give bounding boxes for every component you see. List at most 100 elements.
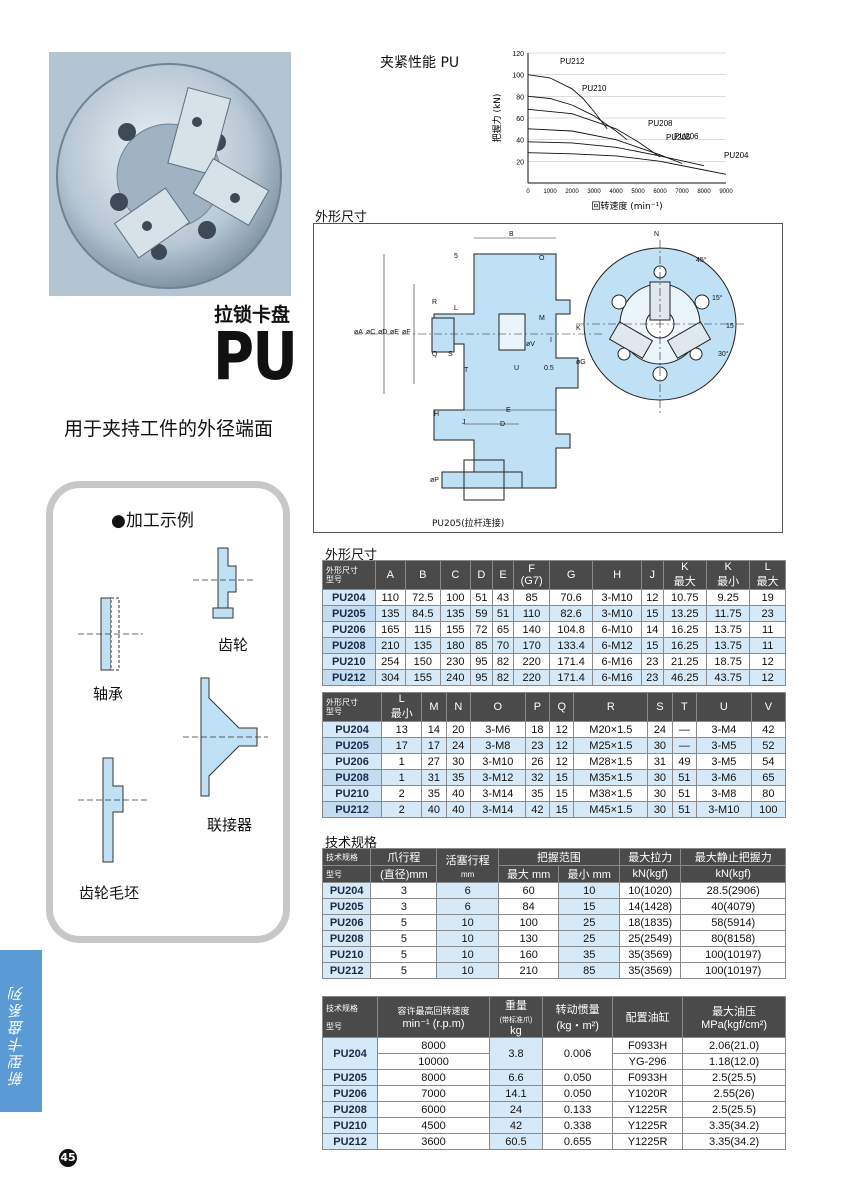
examples-panel: ●加工示例 轴承 齿轮 联接器 齿轮毛坯 bbox=[46, 481, 290, 943]
value-cell: 8000 bbox=[377, 1069, 490, 1086]
value-cell: 115 bbox=[404, 621, 441, 638]
spec2-pu204-weight: 3.8 bbox=[488, 1037, 544, 1070]
value-cell: 3600 bbox=[377, 1133, 490, 1150]
value-cell: 35 bbox=[558, 946, 620, 963]
value-cell: 155 bbox=[404, 669, 441, 686]
spec1-h-piston: 活塞行程 bbox=[445, 854, 490, 867]
diagram-label: øV bbox=[526, 341, 535, 348]
diagram-label: S bbox=[448, 351, 453, 358]
value-cell: 35 bbox=[421, 785, 447, 802]
value-cell: Y1020R bbox=[612, 1085, 684, 1102]
value-cell: 0.050 bbox=[542, 1085, 614, 1102]
spec1-h-grip-min: 最小 mm bbox=[558, 865, 620, 883]
value-cell: 13.75 bbox=[705, 637, 751, 654]
value-cell: 30 bbox=[445, 753, 471, 770]
value-cell: 82 bbox=[491, 669, 515, 686]
value-cell: 180 bbox=[439, 637, 472, 654]
value-cell: 16.25 bbox=[662, 621, 707, 638]
value-cell: 84.5 bbox=[404, 605, 441, 622]
x-tick-label: 6000 bbox=[653, 189, 667, 195]
value-cell: 15 bbox=[640, 637, 664, 654]
value-cell: 54 bbox=[750, 753, 787, 770]
value-cell: 43.75 bbox=[705, 669, 751, 686]
value-cell: 3.35(34.2) bbox=[682, 1133, 786, 1150]
value-cell: 13.25 bbox=[662, 605, 707, 622]
spec2-h-press-unit: MPa(kgf/cm²) bbox=[701, 1019, 768, 1031]
series-line-pu208 bbox=[527, 108, 661, 158]
value-cell: 65 bbox=[750, 769, 787, 786]
diagram-caption: PU205(拉杆连接) bbox=[432, 519, 505, 529]
value-cell: 3-M6 bbox=[469, 721, 526, 738]
diagram-label: øF bbox=[402, 329, 411, 336]
value-cell: 130 bbox=[497, 930, 560, 947]
diagram-label: K bbox=[576, 325, 581, 332]
x-tick-label: 5000 bbox=[631, 189, 645, 195]
value-cell: 104.8 bbox=[548, 621, 594, 638]
value-cell: 5 bbox=[370, 962, 438, 979]
x-tick-label: 9000 bbox=[719, 189, 733, 195]
value-cell: 95 bbox=[470, 669, 493, 686]
x-tick-label: 0 bbox=[526, 189, 530, 195]
example-label-coupler: 联接器 bbox=[207, 816, 253, 834]
series-label-pu204: PU204 bbox=[724, 151, 749, 160]
value-cell: 12 bbox=[749, 653, 786, 670]
value-cell: 30 bbox=[647, 801, 673, 818]
model-cell: PU212 bbox=[321, 801, 383, 818]
value-cell: 150 bbox=[404, 653, 441, 670]
value-cell: 230 bbox=[439, 653, 472, 670]
value-cell: 72 bbox=[470, 621, 493, 638]
model-cell: PU204 bbox=[322, 589, 376, 606]
series-line-pu210 bbox=[527, 95, 628, 141]
value-cell: 40 bbox=[445, 801, 471, 818]
dim1-header-8: H bbox=[592, 560, 642, 590]
value-cell: 135 bbox=[439, 605, 472, 622]
model-cell: PU210 bbox=[322, 653, 376, 670]
spec1-h-label2: 型号 bbox=[321, 865, 372, 883]
value-cell: 42 bbox=[488, 1117, 544, 1134]
y-tick-label: 100 bbox=[512, 73, 524, 80]
value-cell: M20×1.5 bbox=[573, 721, 649, 738]
value-cell: 210 bbox=[497, 962, 560, 979]
value-cell: Y1225R bbox=[612, 1133, 684, 1150]
value-cell: F0933H bbox=[612, 1069, 684, 1086]
spec2-h-weight-note: (带标准爪) bbox=[499, 1017, 533, 1024]
spec2-pu204-model: PU204 bbox=[321, 1037, 379, 1070]
x-tick-label: 1000 bbox=[543, 189, 557, 195]
dim1-header-4: D bbox=[470, 560, 493, 590]
spec1-h-pull-unit: kN(kgf) bbox=[618, 865, 682, 883]
value-cell: 51 bbox=[671, 801, 698, 818]
value-cell: 16.25 bbox=[662, 637, 707, 654]
model-cell: PU204 bbox=[321, 882, 372, 899]
model-cell: PU208 bbox=[321, 769, 383, 786]
model-cell: PU205 bbox=[321, 898, 372, 915]
value-cell: 23 bbox=[640, 653, 664, 670]
spec2-h-label-cell: 技术规格型号 bbox=[321, 996, 379, 1038]
diagram-label: øE bbox=[390, 329, 399, 336]
value-cell: 100 bbox=[497, 914, 560, 931]
value-cell: 3-M10 bbox=[469, 753, 526, 770]
spec1-h-stroke-unit: (直径)mm bbox=[370, 865, 438, 883]
value-cell: M45×1.5 bbox=[573, 801, 649, 818]
value-cell: 160 bbox=[497, 946, 560, 963]
y-axis-label: 把握力 (kN) bbox=[491, 94, 503, 143]
value-cell: 6-M16 bbox=[592, 653, 642, 670]
model-cell: PU206 bbox=[322, 621, 376, 638]
diagram-label: T bbox=[464, 367, 469, 374]
value-cell: — bbox=[671, 721, 698, 738]
dim2-header-11: V bbox=[750, 692, 787, 722]
y-tick-label: 40 bbox=[516, 138, 524, 145]
value-cell: 3-M8 bbox=[469, 737, 526, 754]
diagram-label: 5 bbox=[454, 253, 458, 260]
spec2-h-weight-cell: 重量(带标准爪)kg bbox=[488, 996, 544, 1038]
